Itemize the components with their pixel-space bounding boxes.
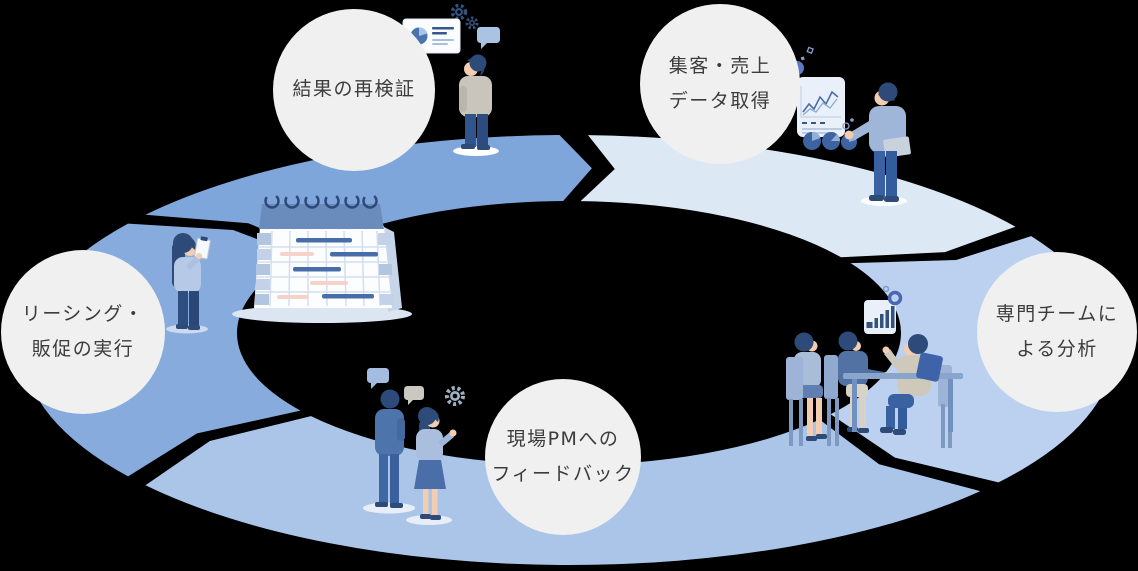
ring-segment-reverify bbox=[145, 135, 592, 250]
step-circle-analysis: 専門チームに よる分析 bbox=[977, 252, 1137, 412]
step-label: 販促の実行 bbox=[31, 338, 135, 360]
bar-chart-panel-icon bbox=[864, 300, 896, 334]
pointing-person bbox=[844, 82, 911, 206]
meeting-presenter bbox=[880, 334, 931, 435]
sphere-pie-icons bbox=[803, 131, 857, 150]
gears-icon bbox=[450, 3, 479, 30]
laptop-icon bbox=[916, 352, 943, 382]
calendar-illustration bbox=[232, 193, 412, 323]
donut-ring-icon bbox=[887, 290, 903, 306]
step-label: 集客・売上 bbox=[668, 54, 772, 77]
feedback-vignette bbox=[363, 368, 465, 525]
calendar-weekend-cells bbox=[255, 233, 393, 305]
step-label: リーシング・ bbox=[21, 302, 145, 325]
step-label: フィードバック bbox=[491, 463, 635, 485]
ring-segment-acquire bbox=[580, 135, 1016, 258]
calendar-grid bbox=[255, 230, 390, 307]
feedback-man bbox=[363, 389, 415, 514]
step-circle-reverify: 結果の再検証 bbox=[273, 9, 435, 171]
meeting-table bbox=[843, 373, 963, 379]
step-label: 専門チームに bbox=[995, 302, 1119, 325]
step-circle-leasing: リーシング・ 販促の実行 bbox=[1, 250, 165, 414]
acquire-vignette bbox=[784, 46, 911, 206]
line-chart-panel-icon bbox=[797, 77, 845, 137]
step-label: よる分析 bbox=[1016, 338, 1098, 360]
analysis-vignette bbox=[786, 285, 963, 448]
gear-icon bbox=[445, 386, 465, 406]
step-label: データ取得 bbox=[668, 90, 772, 112]
step-label: 現場PMへの bbox=[506, 427, 620, 450]
step-label: 結果の再検証 bbox=[292, 78, 416, 101]
step-circle-feedback: 現場PMへの フィードバック bbox=[485, 379, 641, 535]
speech-bubble-icon bbox=[367, 368, 389, 389]
speech-bubble-icon bbox=[477, 27, 500, 49]
step-circle-acquire: 集客・売上 データ取得 bbox=[640, 4, 800, 164]
speech-bubble-icon bbox=[404, 386, 424, 405]
feedback-woman bbox=[406, 407, 457, 525]
standing-person bbox=[453, 54, 499, 156]
leasing-person bbox=[166, 233, 211, 334]
spiral-binding-icon bbox=[264, 193, 378, 209]
calendar-event-bars bbox=[277, 238, 378, 299]
